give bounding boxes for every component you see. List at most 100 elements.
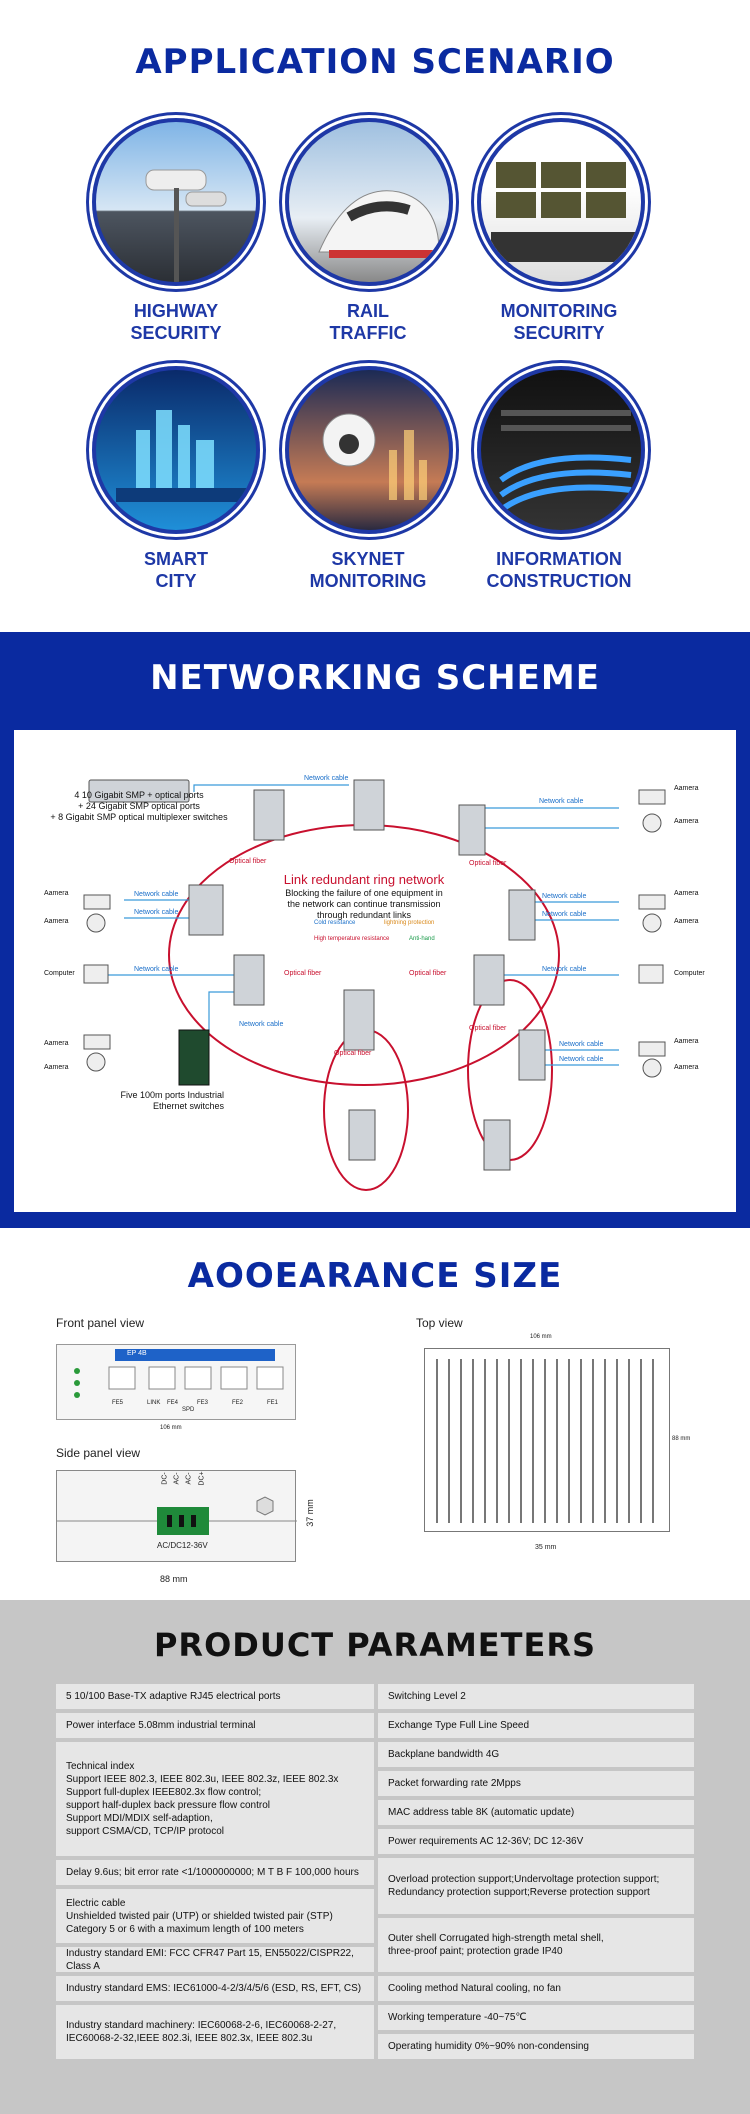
side-panel-drawing: DC- AC- AC- DC+ AC/DC12-36V <box>56 1470 297 1562</box>
network-cable-label: Network cable <box>542 966 587 973</box>
scenario-caption-line1: INFORMATION <box>496 549 622 569</box>
camera-label: Aamera <box>674 918 699 925</box>
scenario-caption-line1: MONITORING <box>500 301 618 321</box>
camera-label: Aamera <box>44 890 69 897</box>
camera-label: Aamera <box>44 1064 69 1071</box>
feature-anti-hand: Anti-hand <box>409 936 435 942</box>
computer-label: Computer <box>44 970 75 977</box>
top-width-dimension: 106 mm <box>530 1334 552 1340</box>
scenario-caption-line1: SMART <box>144 549 208 569</box>
side-panel-label: Side panel view <box>56 1446 141 1460</box>
scenario-caption-line2: CONSTRUCTION <box>486 571 632 591</box>
networking-scheme-title: NETWORKING SCHEME <box>150 658 600 698</box>
scenario-caption-line2: SECURITY <box>513 323 605 343</box>
param-left-6: Industry standard EMI: FCC CFR47 Part 15… <box>56 1947 374 1972</box>
rail-traffic-image <box>285 118 453 286</box>
terminal-label: AC- <box>185 1472 193 1485</box>
network-cable-label: Network cable <box>134 891 179 898</box>
network-cable-label: Network cable <box>539 798 584 805</box>
port-label: SPD <box>182 1407 195 1413</box>
param-right-9: Cooling method Natural cooling, no fan <box>378 1976 694 2001</box>
param-right-6: Power requirements AC 12-36V; DC 12-36V <box>378 1829 694 1854</box>
camera-label: Aamera <box>674 785 699 792</box>
feature-cold-resistance: Cold resistance <box>314 920 356 926</box>
port-label: FE3 <box>197 1400 209 1406</box>
terminal-label: DC- <box>161 1472 169 1485</box>
optical-fiber-label: Optical fiber <box>284 970 322 977</box>
scenario-caption-line2: MONITORING <box>309 571 427 591</box>
terminal-label: DC+ <box>198 1471 206 1486</box>
monitoring-security-image <box>477 118 645 286</box>
application-scenario-title: APPLICATION SCENARIO <box>135 42 615 82</box>
highway-security-image <box>92 118 260 286</box>
port-label: FE1 <box>267 1400 279 1406</box>
network-cable-label: Network cable <box>134 909 179 916</box>
optical-fiber-label: Optical fiber <box>409 970 447 977</box>
network-diagram: 4 10 Gigabit SMP + optical ports + 24 Gi… <box>14 730 736 1212</box>
smart-city-image <box>92 366 260 534</box>
side-height-dimension: 37 mm <box>304 1499 315 1527</box>
network-cable-label: Network cable <box>559 1056 604 1063</box>
param-left-1: 5 10/100 Base-TX adaptive RJ45 electrica… <box>56 1684 374 1709</box>
scenario-caption-line2: TRAFFIC <box>329 323 407 343</box>
param-left-2: Power interface 5.08mm industrial termin… <box>56 1713 374 1738</box>
industrial-switch-description: Five 100m ports Industrial Ethernet swit… <box>120 1090 224 1111</box>
param-right-7: Overload protection support;Undervoltage… <box>378 1858 694 1914</box>
port-label: LINK <box>147 1400 161 1406</box>
network-cable-label: Network cable <box>542 893 587 900</box>
camera-label: Aamera <box>674 1038 699 1045</box>
param-right-5: MAC address table 8K (automatic update) <box>378 1800 694 1825</box>
port-label: FE4 <box>167 1400 179 1406</box>
optical-fiber-label: Optical fiber <box>469 1025 507 1032</box>
camera-label: Aamera <box>44 918 69 925</box>
param-right-2: Exchange Type Full Line Speed <box>378 1713 694 1738</box>
camera-label: Aamera <box>674 818 699 825</box>
power-label: AC/DC12-36V <box>157 1541 208 1550</box>
ring-network-title: Link redundant ring network <box>283 872 445 887</box>
scenario-caption-line1: SKYNET <box>331 549 405 569</box>
information-construction-image <box>477 366 645 534</box>
network-cable-label: Network cable <box>542 911 587 918</box>
feature-high-temperature: High temperature resistance <box>314 936 390 942</box>
rail-dimension: 35 mm <box>535 1544 557 1551</box>
panel-code-label: EP 4B <box>127 1350 147 1357</box>
feature-lightning-protection: lightning protection <box>384 920 435 926</box>
param-right-3: Backplane bandwidth 4G <box>378 1742 694 1767</box>
param-left-3: Technical index Support IEEE 802.3, IEEE… <box>56 1742 374 1856</box>
front-panel-label: Front panel view <box>56 1316 145 1330</box>
terminal-label: AC- <box>173 1472 181 1485</box>
ring-network-description: Blocking the failure of one equipment in… <box>285 888 443 920</box>
top-depth-dimension: 88 mm <box>672 1436 691 1442</box>
param-right-11: Operating humidity 0%~90% non-condensing <box>378 2034 694 2059</box>
param-left-7: Industry standard EMS: IEC61000-4-2/3/4/… <box>56 1976 374 2001</box>
scenario-caption-line2: SECURITY <box>130 323 222 343</box>
param-left-8: Industry standard machinery: IEC60068-2-… <box>56 2005 374 2059</box>
param-left-4: Delay 9.6us; bit error rate <1/100000000… <box>56 1860 374 1885</box>
network-cable-label: Network cable <box>239 1021 284 1028</box>
side-width-dimension: 88 mm <box>160 1574 188 1584</box>
top-view-drawing <box>424 1348 670 1532</box>
top-view-label: Top view <box>416 1316 463 1330</box>
product-parameters-title: PRODUCT PARAMETERS <box>153 1626 597 1664</box>
param-right-1: Switching Level 2 <box>378 1684 694 1709</box>
optical-fiber-label: Optical fiber <box>334 1050 372 1057</box>
appearance-size-title: AOOEARANCE SIZE <box>187 1256 563 1296</box>
front-panel-drawing: EP 4B FE5 LINK FE4 SPD FE3 FE2 FE1 <box>56 1344 296 1420</box>
optical-fiber-label: Optical fiber <box>469 860 507 867</box>
scenario-caption-line2: CITY <box>155 571 197 591</box>
switch-description: 4 10 Gigabit SMP + optical ports + 24 Gi… <box>50 790 228 822</box>
computer-label: Computer <box>674 970 705 977</box>
camera-label: Aamera <box>44 1040 69 1047</box>
param-right-8: Outer shell Corrugated high-strength met… <box>378 1918 694 1972</box>
front-width-dimension: 106 mm <box>160 1425 182 1431</box>
camera-label: Aamera <box>674 1064 699 1071</box>
network-cable-label: Network cable <box>304 775 349 782</box>
optical-fiber-label: Optical fiber <box>229 858 267 865</box>
camera-label: Aamera <box>674 890 699 897</box>
network-cable-label: Network cable <box>559 1041 604 1048</box>
